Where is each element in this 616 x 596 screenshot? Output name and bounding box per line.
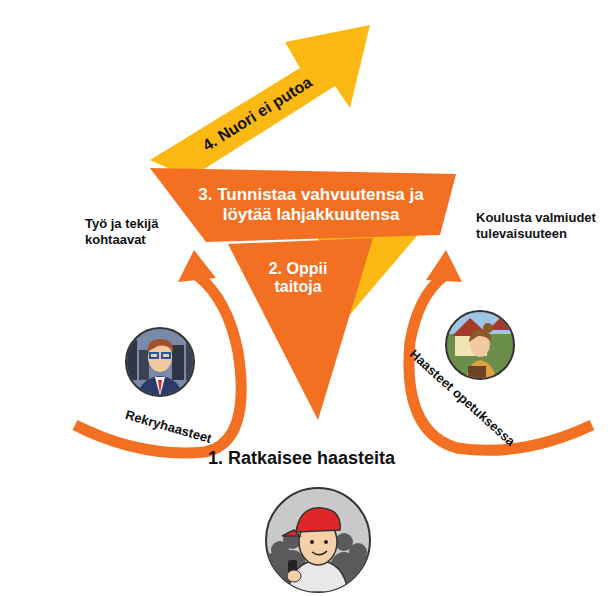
arrow-shape: 4. Nuori ei putoa — [145, 20, 377, 185]
node-text: 1. Ratkaisee haasteita — [208, 448, 395, 469]
triangle-shape: 2. Oppii taitoja — [228, 238, 373, 423]
outcome-label: Työ ja tekijä kohtaavat — [85, 216, 200, 247]
band-shape: 3. Tunnistaa vahvuutensa ja löytää lahja… — [148, 160, 458, 245]
avatar-circle: 1. Ratkaisee haasteita — [208, 446, 428, 596]
arc-label: Rekryhaasteet — [123, 407, 213, 446]
recruiter-avatar — [125, 328, 196, 400]
avatar-circle-outline — [208, 446, 428, 596]
curved-arrow — [75, 276, 241, 453]
node-text: 3. Tunnistaa vahvuutensa ja löytää lahja… — [195, 185, 427, 224]
teacher-avatar — [446, 311, 514, 385]
arrow-head — [178, 250, 216, 282]
arrow-head — [426, 250, 462, 282]
node-text: 2. Oppii taitoja — [250, 260, 346, 297]
node-text: 4. Nuori ei putoa — [200, 73, 316, 155]
student-avatar — [258, 488, 378, 596]
arc-label: Haasteet opetuksessa — [406, 347, 518, 450]
outcome-label: Koulusta valmiudet tulevaisuuteen — [476, 210, 604, 241]
